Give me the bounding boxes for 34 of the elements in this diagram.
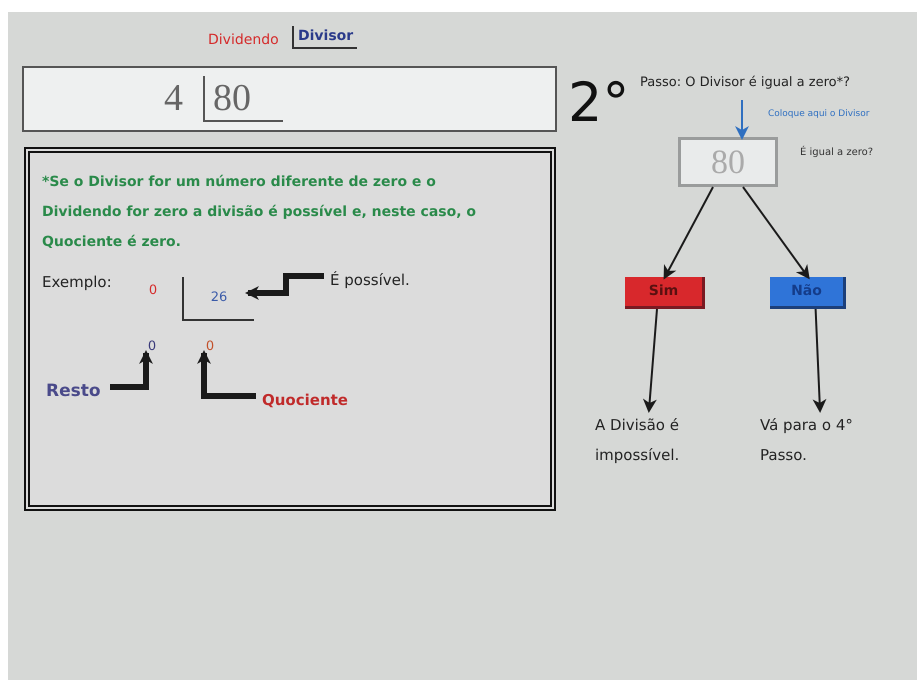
result-text: Vá para o 4° Passo. xyxy=(760,410,880,462)
arrow xyxy=(735,100,749,140)
arrow xyxy=(664,186,714,280)
arrow xyxy=(812,308,827,413)
remainder-label: Resto xyxy=(46,379,116,407)
instruction-text: Coloque aqui o Divisor xyxy=(768,108,870,121)
quotient-label: Quociente xyxy=(262,389,372,415)
divisor-number: 26 xyxy=(210,289,228,308)
example-label: Exemplo: xyxy=(42,272,112,293)
note-text: *Se o Divisor for um número diferente de zero e o Dividendo for zero a divisão é possível e, neste caso, o Quociente é zero. xyxy=(42,173,478,252)
division-bracket xyxy=(182,277,254,321)
dividend-number: 0 xyxy=(142,281,164,305)
decision-box: Não xyxy=(770,277,846,309)
handwritten-number: 4 xyxy=(164,76,183,120)
arrow xyxy=(110,350,153,390)
decision-box: Sim xyxy=(625,277,705,309)
handwritten-number: 80 xyxy=(711,142,745,182)
step-number: 2° xyxy=(568,76,630,130)
number-window xyxy=(678,137,778,187)
handwritten-number: 80 xyxy=(203,76,283,122)
arrow xyxy=(245,273,324,300)
example-note: É possível. xyxy=(330,269,430,295)
note-panel xyxy=(24,147,556,511)
step-question: Passo: O Divisor é igual a zero*? xyxy=(640,74,852,92)
remainder-number: 0 xyxy=(142,337,162,359)
arrow xyxy=(642,308,658,413)
quotient-number: 0 xyxy=(200,337,220,359)
term-label: Divisor xyxy=(292,26,358,49)
question-text: É igual a zero? xyxy=(800,145,874,160)
answer-slot xyxy=(22,66,557,132)
term-label: Dividendo xyxy=(208,31,279,50)
arrow xyxy=(197,350,256,399)
result-text: A Divisão é impossível. xyxy=(595,410,715,462)
arrow xyxy=(742,186,810,280)
